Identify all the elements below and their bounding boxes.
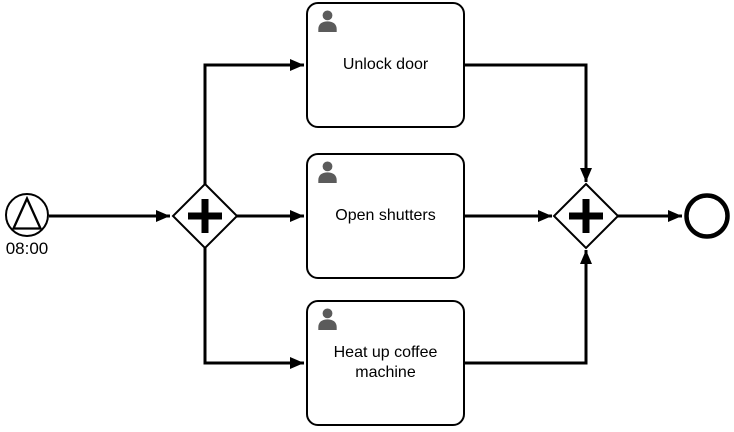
- flow-split-to-task-heat-coffee: [203, 248, 304, 369]
- task-label: Open shutters: [335, 207, 436, 224]
- end-event[interactable]: [684, 193, 730, 239]
- flow-task-unlock-door-to-join: [464, 63, 592, 182]
- plus-icon: [569, 199, 603, 233]
- task-label: Heat up coffee machine: [333, 344, 438, 381]
- task-unlock-door[interactable]: Unlock door: [306, 2, 465, 128]
- flow-task-heat-coffee-to-join: [464, 250, 592, 365]
- start-event-circle: [5, 193, 49, 237]
- end-event-circle: [684, 193, 730, 239]
- task-open-shutters[interactable]: Open shutters: [306, 153, 465, 279]
- user-icon: [318, 10, 337, 32]
- sequence-flows: [49, 59, 682, 369]
- parallel-gateway-split[interactable]: [171, 182, 239, 250]
- start-event[interactable]: [5, 193, 49, 237]
- parallel-gateway-join[interactable]: [552, 182, 620, 250]
- plus-icon: [188, 199, 222, 233]
- task-label: Unlock door: [342, 56, 429, 73]
- task-heat-up-coffee-machine[interactable]: Heat up coffee machine: [306, 300, 465, 426]
- flow-split-to-task-unlock-door: [203, 59, 304, 184]
- start-event-label: 08:00: [5, 239, 49, 258]
- signal-triangle-icon: [11, 195, 43, 230]
- user-icon: [318, 161, 337, 183]
- user-icon: [318, 308, 337, 330]
